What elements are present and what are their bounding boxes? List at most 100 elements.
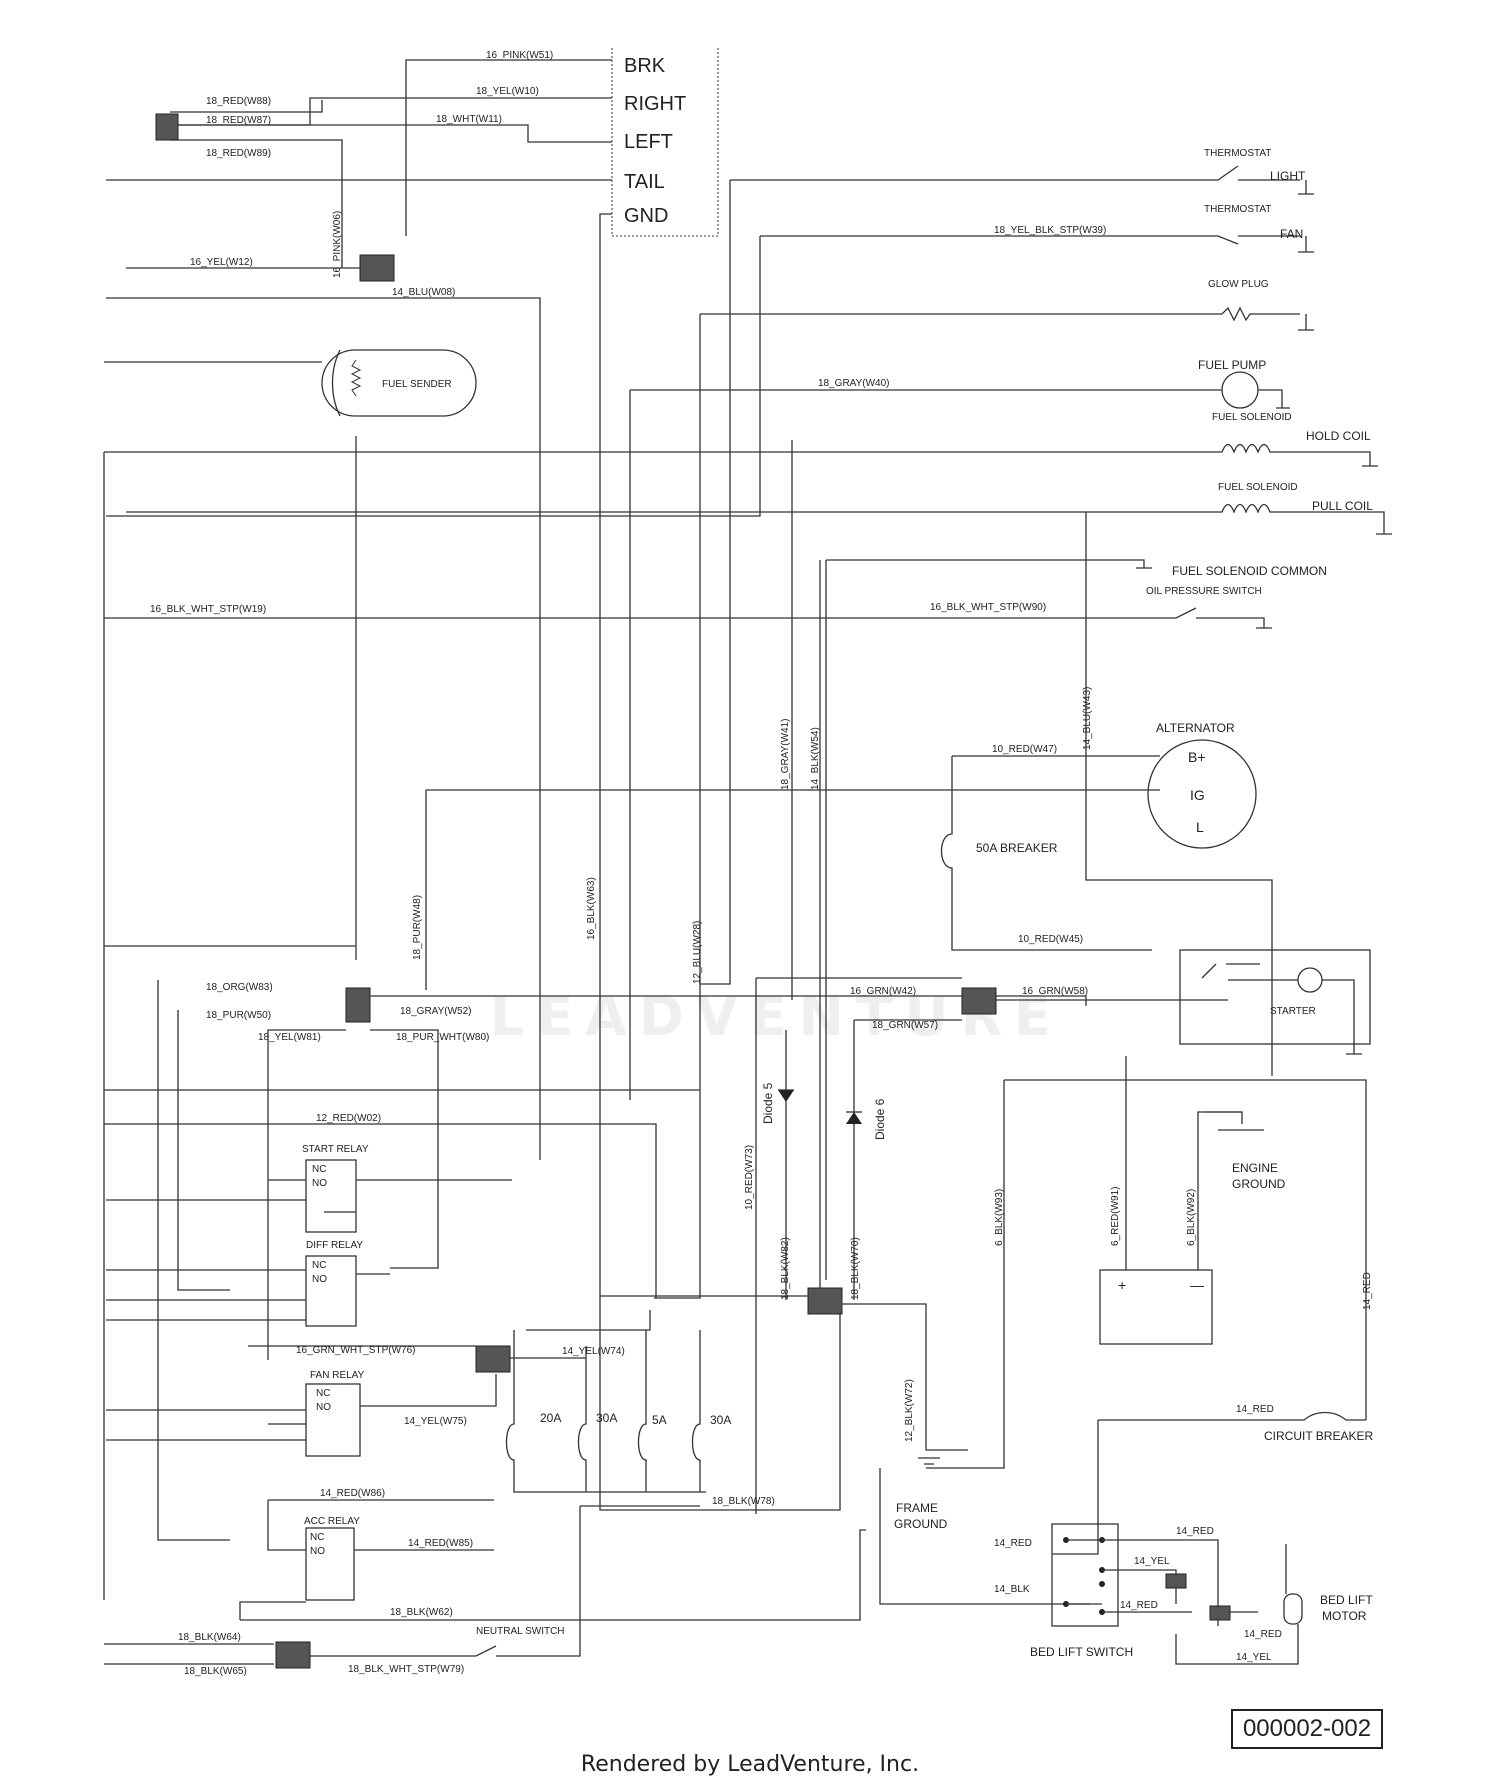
diff-relay-label: DIFF RELAY <box>306 1240 363 1251</box>
fuse-30a-2-label: 30A <box>710 1413 731 1427</box>
pull-coil: FUEL SOLENOID PULL COIL <box>126 482 1392 535</box>
wire-w57: 18_GRN(W57) <box>872 1020 938 1031</box>
wire-w85: 14_RED(W85) <box>408 1538 473 1549</box>
wire-w93: 6_BLK(W93) <box>994 1189 1005 1246</box>
wire-w28: 12_BLU(W28) <box>692 921 703 984</box>
thermostat2-label: THERMOSTAT <box>1204 204 1271 215</box>
acc-relay-nc: NC <box>310 1532 324 1543</box>
acc-relay-box <box>305 1527 355 1601</box>
grn-splice-connector <box>961 987 997 1015</box>
battery-plus: + <box>1118 1277 1126 1293</box>
wire-w91: 6_RED(W91) <box>1110 1187 1121 1246</box>
alt-ig-label: IG <box>1190 787 1205 803</box>
sw-red1-label: 14_RED <box>994 1538 1032 1549</box>
blk-ground-connector <box>807 1287 843 1315</box>
battery-box <box>1099 1269 1213 1345</box>
light-label: LIGHT <box>1270 169 1306 183</box>
pink-splice-connector <box>359 254 395 282</box>
wire-w39: 18_YEL_BLK_STP(W39) <box>994 225 1106 236</box>
fuel-sender-body <box>321 349 477 417</box>
wire-w86: 14_RED(W86) <box>320 1488 385 1499</box>
frame-ground: FRAME GROUND 12_BLK(W72) <box>894 1379 948 1531</box>
fuse-block: 20A 30A 5A 30A <box>505 1310 731 1493</box>
acc-relay-no: NO <box>310 1546 325 1557</box>
neutral-switch-label: NEUTRAL SWITCH <box>476 1626 565 1637</box>
acc-relay-label: ACC RELAY <box>304 1516 360 1527</box>
start-relay-nc: NC <box>312 1164 326 1175</box>
diff-relay-nc: NC <box>312 1260 326 1271</box>
org-splice-connector <box>345 987 371 1023</box>
wire-w80: 18_PUR_WHT(W80) <box>396 1032 489 1043</box>
fan-relay: FAN RELAY NC NO 14_YEL(W75) <box>106 1370 497 1457</box>
neutral-splice-connector <box>275 1641 311 1669</box>
wire-w10: 18_YEL(W10) <box>476 86 539 97</box>
pull-coil-label: PULL COIL <box>1312 499 1373 513</box>
alternator: ALTERNATOR B+ IG L 10_RED(W47) 14_BLU(W4… <box>426 687 1257 849</box>
fan-label: FAN <box>1280 227 1303 241</box>
start-relay-label: START RELAY <box>302 1144 369 1155</box>
fan-relay-nc: NC <box>316 1388 330 1399</box>
red-splice-connector <box>155 113 179 141</box>
wire-w88: 18_RED(W88) <box>206 96 271 107</box>
fuel-pump: FUEL PUMP 18_GRAY(W40) <box>630 358 1290 409</box>
wire-w65: 18_BLK(W65) <box>184 1666 247 1677</box>
sw-red2-label: 14_RED <box>1176 1526 1214 1537</box>
wire-w75: 14_YEL(W75) <box>404 1416 467 1427</box>
thermostat1-label: THERMOSTAT <box>1204 148 1271 159</box>
wire-w87: 18_RED(W87) <box>206 115 271 126</box>
wire-w74: 14_YEL(W74) <box>562 1346 625 1357</box>
fan-relay-box <box>305 1383 361 1457</box>
acc-relay: ACC RELAY NC NO 14_RED(W86) 14_RED(W85) <box>239 1488 494 1620</box>
oil-pressure-switch-label: OIL PRESSURE SWITCH <box>1146 586 1262 597</box>
fuse-30a-1-label: 30A <box>596 1411 617 1425</box>
wire-w06: 16_PINK(W06) <box>332 211 343 278</box>
breaker50-label: 50A BREAKER <box>976 841 1058 855</box>
circuit-breaker: 14_RED CIRCUIT BREAKER <box>1098 1404 1373 1443</box>
wire-w47: 10_RED(W47) <box>992 744 1057 755</box>
fuel-solenoid1-label: FUEL SOLENOID <box>1212 412 1292 423</box>
glow-plug: GLOW PLUG <box>700 279 1314 331</box>
rendered-by-footer: Rendered by LeadVenture, Inc. <box>580 1752 920 1777</box>
circuit-breaker-label: CIRCUIT BREAKER <box>1264 1429 1373 1443</box>
engine-ground-label: ENGINE <box>1232 1161 1278 1175</box>
wire-w52: 18_GRAY(W52) <box>400 1006 472 1017</box>
diff-relay-box <box>305 1255 357 1327</box>
part-number: 000002-002 <box>1231 1709 1383 1749</box>
wire-w90: 16_BLK_WHT_STP(W90) <box>930 602 1046 613</box>
alt-l-label: L <box>1196 819 1204 835</box>
wire-w64: 18_BLK(W64) <box>178 1632 241 1643</box>
fuel-sender: FUEL SENDER <box>104 349 477 960</box>
oil-pressure-switch: OIL PRESSURE SWITCH 16_BLK_WHT_STP(W19) … <box>104 586 1272 629</box>
alt-bplus-label: B+ <box>1188 749 1206 765</box>
bed-lift-motor: 14_RED 14_YEL BED LIFT MOTOR <box>1175 1544 1373 1665</box>
sw-yel2-label: 14_YEL <box>1236 1652 1272 1663</box>
start-relay-no: NO <box>312 1178 327 1189</box>
start-relay: START RELAY NC NO <box>106 1144 512 1233</box>
sw-red3-label: 14_RED <box>1120 1600 1158 1611</box>
thermostat-fan: THERMOSTAT 18_YEL_BLK_STP(W39) FAN <box>760 204 1314 253</box>
thermostat-light: THERMOSTAT LIGHT <box>730 148 1314 195</box>
breaker-50a: 50A BREAKER 10_RED(W45) <box>940 756 1152 951</box>
wire-w63: 16_BLK(W63) <box>586 877 597 940</box>
wire-w42: 16_GRN(W42) <box>850 986 916 997</box>
wire-red14-vertical: 14_RED <box>1362 1272 1373 1310</box>
bed-lift-motor-label: BED LIFT <box>1320 1593 1373 1607</box>
bed-lift-switch-label: BED LIFT SWITCH <box>1030 1645 1133 1659</box>
bed-lift-motor-label2: MOTOR <box>1322 1609 1367 1623</box>
wire-w70: 18_BLK(W70) <box>850 1237 861 1300</box>
starter-box <box>1179 949 1371 1045</box>
fuse-20a-label: 20A <box>540 1411 561 1425</box>
diode-6: Diode 6 <box>846 1020 887 1300</box>
wire-w78: 18_BLK(W78) <box>712 1496 775 1507</box>
battery: + — 6_RED(W91) 6_BLK(W92) <box>1099 1056 1242 1345</box>
fuel-solenoid2-label: FUEL SOLENOID <box>1218 482 1298 493</box>
fuel-solenoid-common-label: FUEL SOLENOID COMMON <box>1172 564 1327 578</box>
fuel-sender-label: FUEL SENDER <box>382 379 452 390</box>
diode-5: Diode 5 <box>761 1030 794 1300</box>
wire-w11: 18_WHT(W11) <box>436 114 502 125</box>
alternator-label: ALTERNATOR <box>1156 721 1235 735</box>
wire-w54: 14_BLK(W54) <box>810 727 821 790</box>
left-label: LEFT <box>624 131 673 153</box>
glow-plug-label: GLOW PLUG <box>1208 279 1269 290</box>
